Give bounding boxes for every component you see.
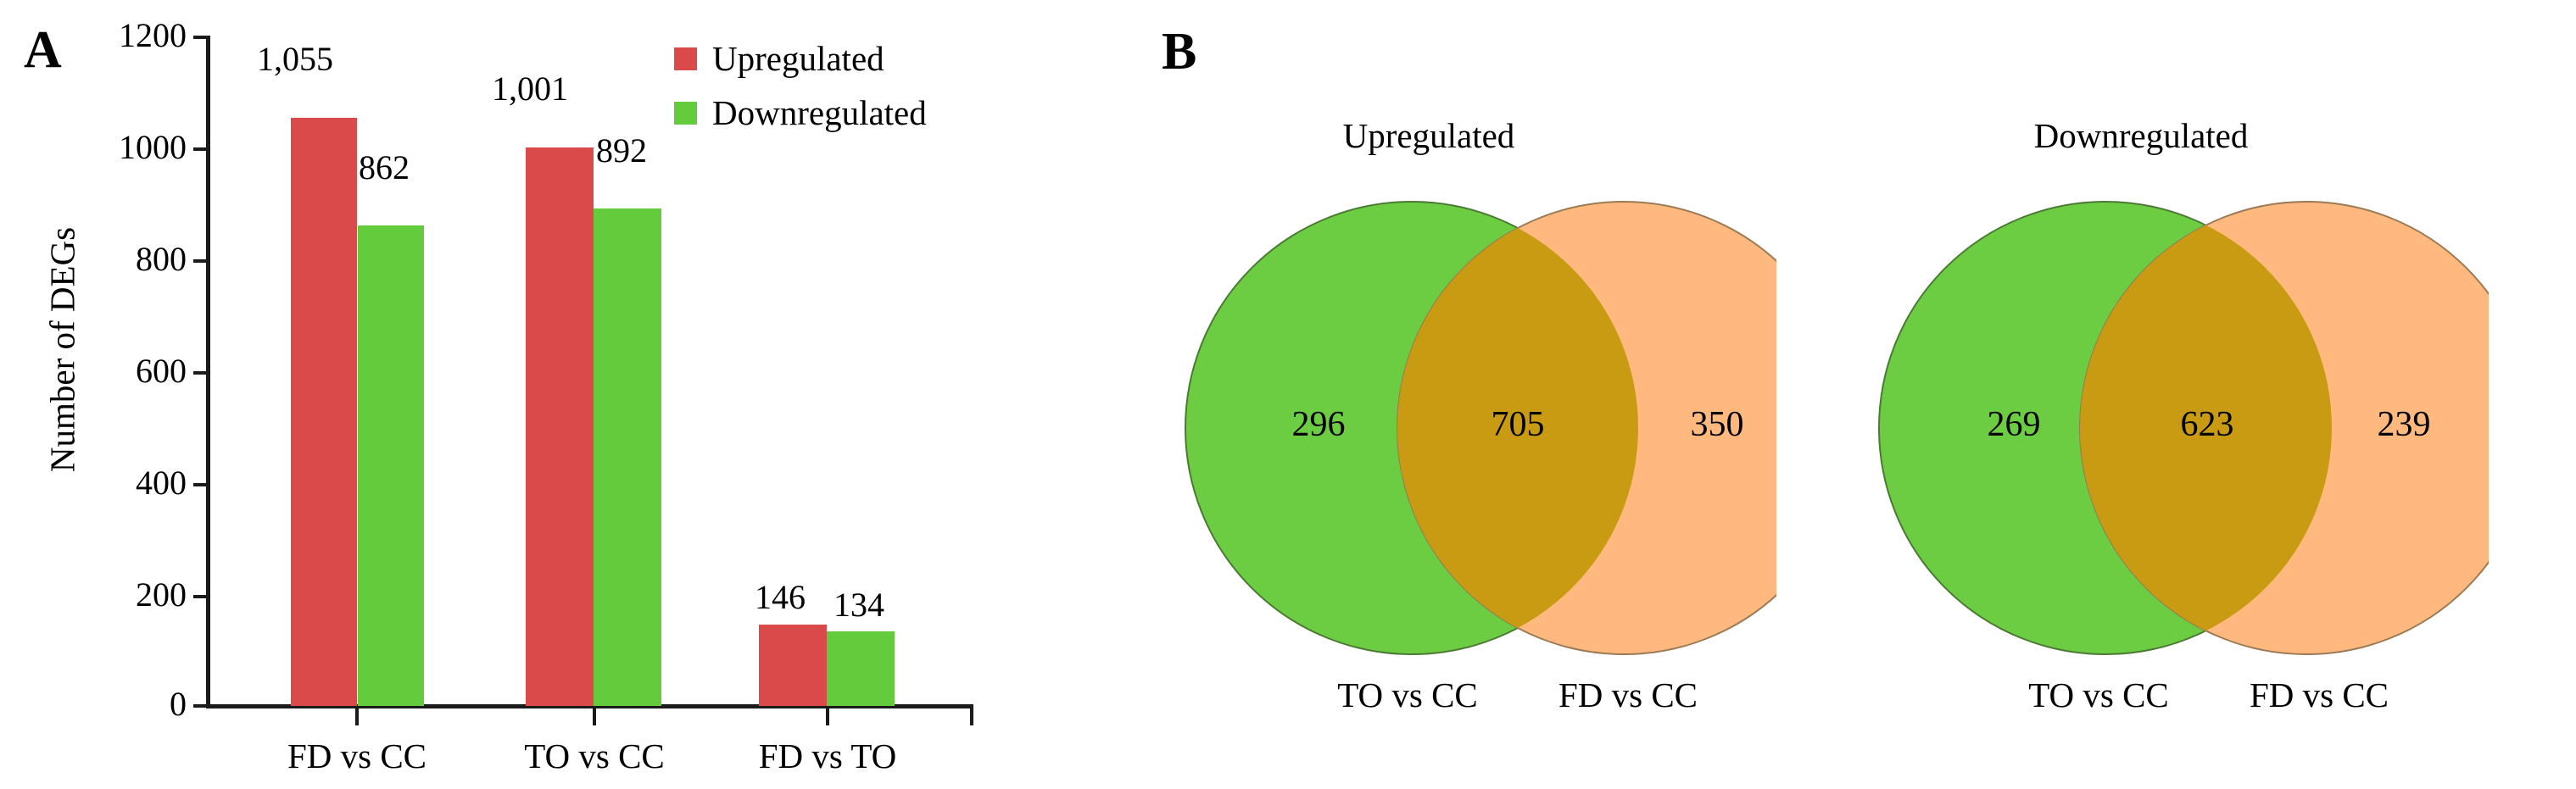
venn-downregulated-right-set-label: FD vs CC xyxy=(2249,675,2389,714)
venn-downregulated-intersection-count: 623 xyxy=(2180,405,2234,444)
panel-a-bar-chart: A Number of DEGs 1200 1000 800 600 400 2… xyxy=(0,0,1128,789)
y-tick-1200 xyxy=(193,36,208,39)
venn-downregulated-left-set-label: TO vs CC xyxy=(2028,675,2169,714)
venn-upregulated-intersection-count: 705 xyxy=(1491,405,1545,444)
y-ticklabel-400: 400 xyxy=(136,464,187,502)
bar-fd-vs-cc-downregulated[interactable] xyxy=(358,225,424,706)
venn-downregulated-left-only-count: 269 xyxy=(1987,405,2041,444)
legend: Upregulated Downregulated xyxy=(674,40,927,148)
venn-upregulated-title: Upregulated xyxy=(1342,116,1515,155)
bar-group-fd-vs-to xyxy=(759,36,895,706)
venn-downregulated-shapes xyxy=(1878,201,2489,655)
legend-label-upregulated: Upregulated xyxy=(712,38,884,78)
venn-downregulated: Downregulated 269 623 239 TO vs CC FD vs… xyxy=(1793,0,2489,789)
venn-upregulated-right-only-count: 350 xyxy=(1690,405,1744,444)
x-tick-fd-vs-cc xyxy=(355,708,359,725)
y-tick-200 xyxy=(193,595,208,598)
venn-downregulated-right-only-count: 239 xyxy=(2377,405,2431,444)
bar-value-to-vs-cc-upregulated: 1,001 xyxy=(492,69,568,108)
bar-fd-vs-cc-upregulated[interactable] xyxy=(291,118,357,706)
bar-value-to-vs-cc-downregulated: 892 xyxy=(596,131,647,169)
bar-to-vs-cc-downregulated[interactable] xyxy=(594,208,661,706)
x-axis-line xyxy=(206,704,973,708)
venn-downregulated-title: Downregulated xyxy=(2033,116,2249,155)
legend-item-upregulated[interactable]: Upregulated xyxy=(674,40,927,77)
x-category-label-fd-vs-cc: FD vs CC xyxy=(287,736,427,775)
y-ticklabel-0: 0 xyxy=(170,685,187,723)
bar-to-vs-cc-upregulated[interactable] xyxy=(526,147,594,706)
y-tick-400 xyxy=(193,483,208,486)
y-tick-800 xyxy=(193,259,208,263)
y-ticklabel-200: 200 xyxy=(136,575,187,614)
venn-upregulated-right-set-label: FD vs CC xyxy=(1558,675,1698,714)
bar-group-to-vs-cc xyxy=(526,36,661,706)
bar-group-fd-vs-cc xyxy=(291,36,425,706)
x-tick-fd-vs-to xyxy=(826,708,829,725)
venn-upregulated: Upregulated 296 705 350 TO vs CC xyxy=(1081,0,1776,789)
venn-downregulated-intersection-region[interactable] xyxy=(2080,202,2489,654)
bar-value-fd-vs-cc-upregulated: 1,055 xyxy=(257,40,333,78)
y-ticklabel-800: 800 xyxy=(136,240,187,278)
panel-b-letter: B xyxy=(1162,23,1197,81)
y-tick-1000 xyxy=(193,147,208,151)
venn-upregulated-left-set-label: TO vs CC xyxy=(1337,675,1478,714)
venn-upregulated-left-only-count: 296 xyxy=(1291,405,1346,444)
bar-fd-vs-to-upregulated[interactable] xyxy=(759,625,827,706)
y-ticklabel-600: 600 xyxy=(136,352,187,390)
panel-b-venn-diagrams: B Upregulated 296 705 xyxy=(1128,0,2576,789)
y-tick-600 xyxy=(193,371,208,375)
legend-item-downregulated[interactable]: Downregulated xyxy=(674,94,927,131)
venn-upregulated-intersection-region[interactable] xyxy=(1397,202,1776,654)
bar-value-fd-vs-to-upregulated: 146 xyxy=(755,578,806,616)
panel-a-letter: A xyxy=(24,21,62,79)
x-category-label-to-vs-cc: TO vs CC xyxy=(524,736,665,775)
y-ticklabel-1200: 1200 xyxy=(119,16,187,54)
legend-label-downregulated: Downregulated xyxy=(712,92,927,132)
legend-swatch-upregulated-icon xyxy=(674,47,697,70)
bar-value-fd-vs-cc-downregulated: 862 xyxy=(359,148,410,186)
y-axis-line xyxy=(206,36,210,708)
x-tick-end xyxy=(970,708,973,725)
x-tick-to-vs-cc xyxy=(593,708,596,725)
venn-upregulated-shapes xyxy=(1185,201,1776,655)
y-ticklabel-1000: 1000 xyxy=(119,128,187,166)
x-category-label-fd-vs-to: FD vs TO xyxy=(758,736,897,775)
bar-value-fd-vs-to-downregulated: 134 xyxy=(834,586,884,624)
y-tick-0 xyxy=(193,704,208,708)
legend-swatch-downregulated-icon xyxy=(674,101,697,125)
bar-fd-vs-to-downregulated[interactable] xyxy=(827,631,895,706)
